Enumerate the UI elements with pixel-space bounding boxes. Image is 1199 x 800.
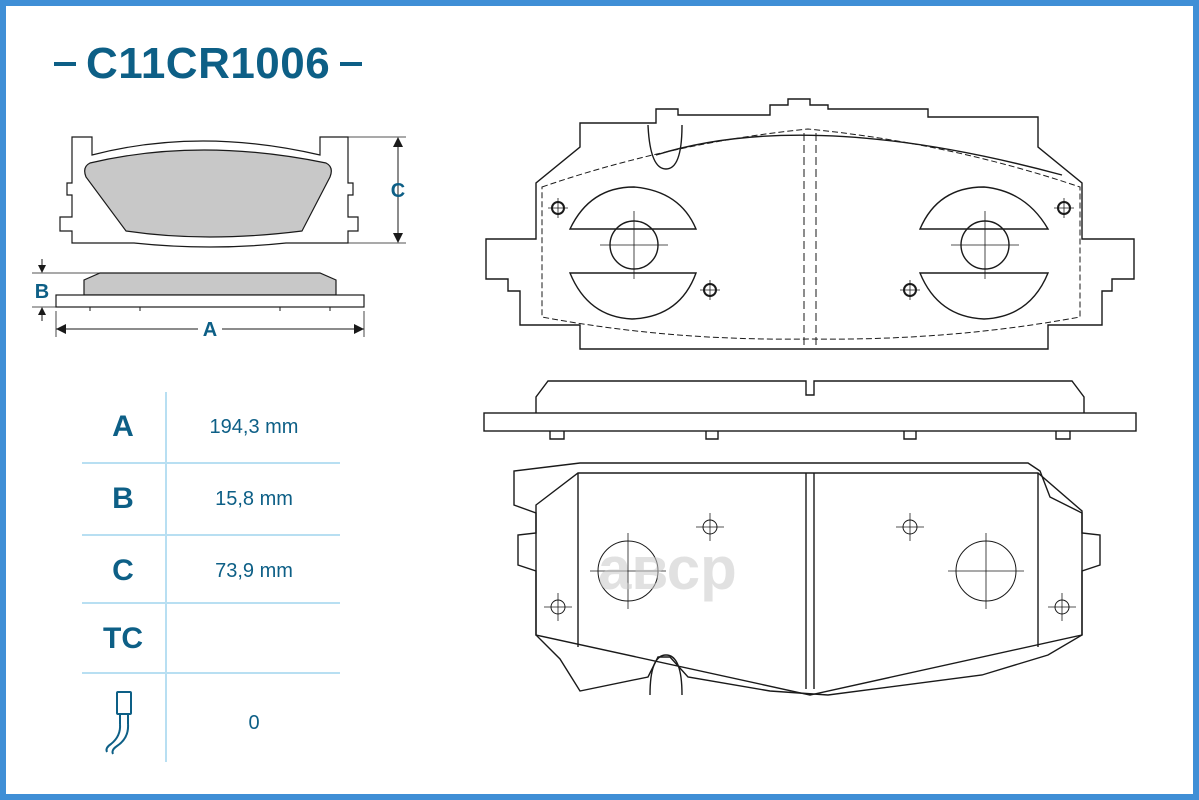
spec-row-b: B 15,8 mm (82, 464, 340, 534)
side-view-plate (483, 412, 1137, 432)
side-view-friction (535, 380, 1085, 413)
dim-c-label: C (391, 180, 405, 202)
product-code: C11CR1006 (86, 39, 331, 88)
spec-value: 0 (248, 711, 260, 734)
top-view-notch (647, 124, 683, 170)
spec-key: C (112, 554, 134, 587)
table-divider-vertical (165, 392, 167, 762)
bottom-view-friction-edge (535, 472, 1083, 696)
title-dash-left (54, 62, 76, 66)
side-view-tab (705, 431, 719, 440)
table-divider (82, 462, 340, 464)
diagram-friction-pad (84, 149, 332, 238)
spec-key: TC (103, 622, 143, 655)
top-view-shim-left-lower (568, 272, 697, 320)
top-view-shim-left-upper (568, 186, 698, 230)
top-view-friction-outline (541, 128, 1081, 340)
watermark: aвсp (598, 535, 737, 602)
diagram-side-plate (55, 294, 365, 308)
title-dash-right (340, 62, 363, 66)
technical-drawing: aвсp (483, 98, 1137, 696)
table-divider (82, 534, 340, 536)
spec-table: A 194,3 mm B 15,8 mm C 73,9 mm TC 0 (82, 392, 340, 762)
dim-b-label: B (35, 281, 49, 303)
spec-key: B (112, 482, 134, 515)
table-divider (82, 672, 340, 674)
spec-value: 73,9 mm (215, 559, 293, 582)
dim-b-arrow-bottom (38, 307, 46, 315)
spec-key: A (112, 410, 134, 443)
spec-value (168, 604, 340, 674)
top-view-shim-right-lower (918, 272, 1050, 320)
spec-row-a: A 194,3 mm (82, 392, 340, 462)
spec-row-c: C 73,9 mm (82, 536, 340, 606)
dim-b-arrow-top (38, 265, 46, 273)
dim-a-arrow-left (56, 324, 66, 334)
spec-row-sensor: 0 (82, 688, 340, 758)
spec-row-tc: TC (82, 604, 340, 674)
top-view-plate-curve (655, 134, 1063, 176)
dim-a-arrow-right (354, 324, 364, 334)
dim-c-arrow-bottom (393, 233, 403, 243)
side-view-tab (903, 431, 917, 440)
dim-c-arrow-top (393, 137, 403, 147)
crosshairs (544, 198, 1076, 621)
bottom-view-notch (649, 654, 683, 696)
diagram-side-friction (83, 272, 337, 296)
title-block: C11CR1006 (44, 36, 372, 92)
side-view-tab (549, 431, 565, 440)
wear-sensor-icon (82, 688, 164, 758)
spec-value: 15,8 mm (215, 487, 293, 510)
dim-a-label-bg (198, 319, 222, 339)
side-view-tab (1055, 431, 1071, 440)
table-divider (82, 602, 340, 604)
dim-a-label: A (203, 319, 217, 341)
spec-value: 194,3 mm (209, 415, 299, 438)
top-view-backing-plate (485, 98, 1135, 350)
dimension-diagram: C B A (32, 136, 406, 341)
top-view-shim-right-upper (918, 186, 1050, 230)
wear-sensor-icon-graphic (105, 691, 132, 755)
